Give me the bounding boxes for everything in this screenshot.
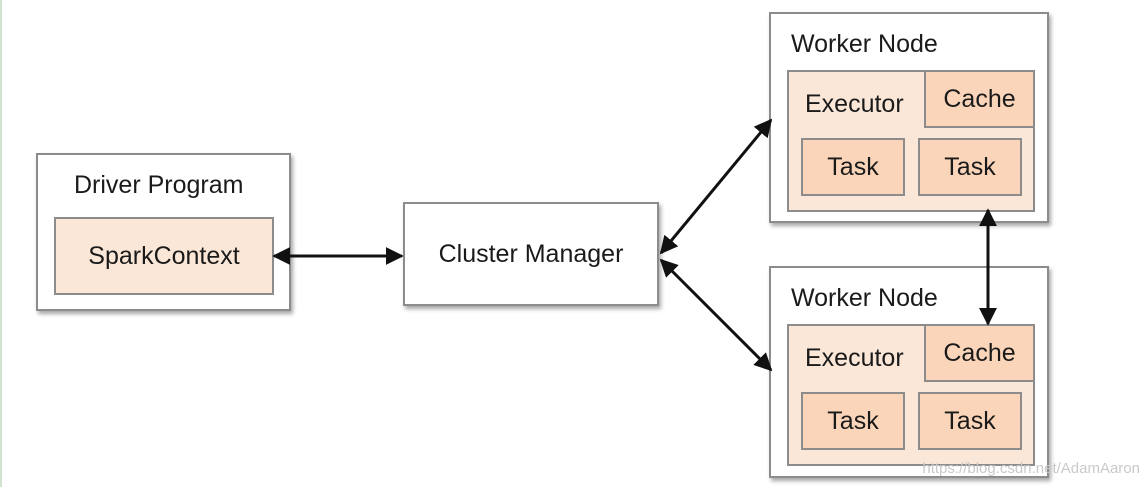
watermark-text: https://blog.csdn.net/AdamAaron <box>922 460 1140 477</box>
task-box: Task <box>918 392 1022 450</box>
cluster-worker2-arrow <box>659 258 773 372</box>
executor-label: Executor <box>805 344 904 372</box>
spark-context-box: SparkContext <box>54 217 274 295</box>
cluster-manager-label: Cluster Manager <box>438 239 624 268</box>
spark-context-label: SparkContext <box>88 241 240 270</box>
executor-label: Executor <box>805 90 904 118</box>
worker-node-box: Worker Node Executor Cache Task Task <box>769 266 1049 478</box>
executor-box: Executor Cache Task Task <box>787 70 1035 212</box>
task-label: Task <box>827 406 879 435</box>
worker-node-title: Worker Node <box>791 284 938 312</box>
task-label: Task <box>944 152 996 181</box>
cluster-worker1-arrow <box>659 118 773 255</box>
task-label: Task <box>944 406 996 435</box>
executor-box: Executor Cache Task Task <box>787 324 1035 466</box>
left-edge-strip <box>0 0 2 487</box>
driver-program-title: Driver Program <box>74 171 244 199</box>
task-label: Task <box>827 152 879 181</box>
task-box: Task <box>801 392 905 450</box>
task-box: Task <box>801 138 905 196</box>
cluster-manager-box: Cluster Manager <box>403 202 659 306</box>
cache-label: Cache <box>943 84 1016 113</box>
worker-node-title: Worker Node <box>791 30 938 58</box>
cache-label: Cache <box>943 338 1016 367</box>
cache-box: Cache <box>924 324 1035 382</box>
worker-node-box: Worker Node Executor Cache Task Task <box>769 12 1049 223</box>
driver-program-box: Driver Program SparkContext <box>36 153 291 311</box>
cache-box: Cache <box>924 70 1035 128</box>
task-box: Task <box>918 138 1022 196</box>
